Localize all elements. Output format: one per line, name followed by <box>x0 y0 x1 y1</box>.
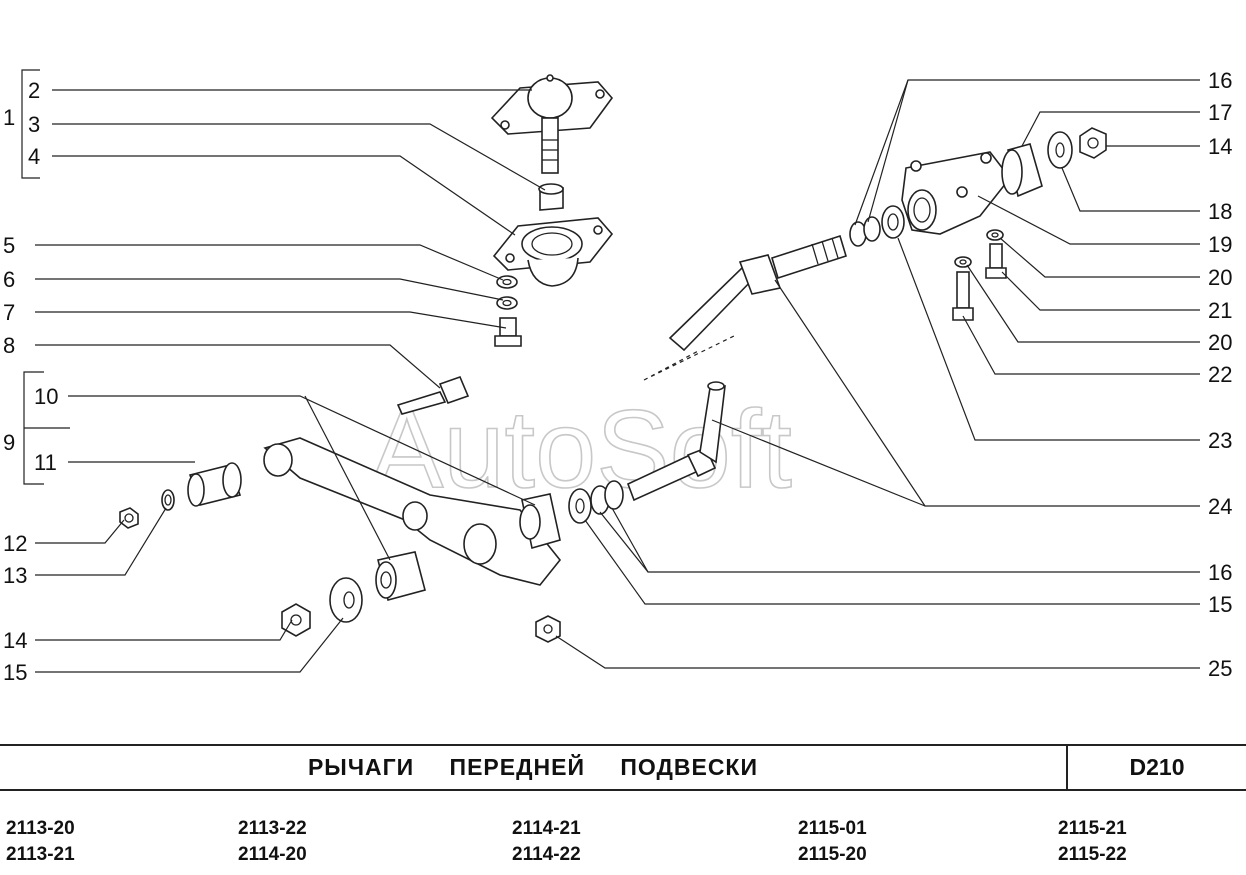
nut-12 <box>119 507 139 529</box>
lower-arm <box>263 437 562 586</box>
callout-16-bottom: 16 <box>1208 560 1232 585</box>
model-code: 2113-20 <box>6 818 75 839</box>
washer-13 <box>161 489 175 511</box>
callout-2: 2 <box>28 78 40 103</box>
callout-15-right: 15 <box>1208 592 1232 617</box>
bolt-22 <box>952 271 974 321</box>
bolt-8 <box>396 375 470 415</box>
page-code: D210 <box>1129 754 1185 780</box>
exploded-parts-diagram: AutoSoft 1 9 <box>3 68 1232 685</box>
callout-20-b: 20 <box>1208 330 1232 355</box>
callout-14-left: 14 <box>3 628 27 653</box>
callout-22: 22 <box>1208 362 1232 387</box>
brace-rod-upper <box>668 234 847 352</box>
callout-8: 8 <box>3 333 15 358</box>
callout-23: 23 <box>1208 428 1232 453</box>
washer-15-right <box>568 488 592 524</box>
washer-18 <box>1047 131 1073 169</box>
model-column-5: 2115-21 2115-22 <box>1058 816 1127 868</box>
callout-13: 13 <box>3 563 27 588</box>
callout-20-a: 20 <box>1208 265 1232 290</box>
model-code: 2113-21 <box>6 844 75 865</box>
washer-15-left <box>329 577 363 623</box>
bolt-7 <box>494 317 522 347</box>
model-code: 2115-20 <box>798 844 867 865</box>
callout-17: 17 <box>1208 100 1232 125</box>
washer-5 <box>496 275 518 289</box>
callout-19: 19 <box>1208 232 1232 257</box>
callout-24: 24 <box>1208 494 1232 519</box>
model-column-3: 2114-21 2114-22 <box>512 816 581 868</box>
callout-12: 12 <box>3 531 27 556</box>
callout-11: 11 <box>34 450 57 475</box>
silent-block-11 <box>187 462 242 507</box>
spacers-16-top <box>849 216 881 247</box>
model-column-1: 2113-20 2113-21 <box>6 816 75 868</box>
group-label-1: 1 <box>3 105 15 130</box>
washer-23 <box>881 205 905 239</box>
nut-14-right <box>1079 127 1107 159</box>
page-title: РЫЧАГИ ПЕРЕДНЕЙ ПОДВЕСКИ <box>307 754 759 780</box>
callout-3: 3 <box>28 112 40 137</box>
title-divider <box>1066 746 1068 789</box>
model-code: 2114-20 <box>238 844 307 865</box>
leader-lines <box>35 79 1200 673</box>
callout-numbers: 2 3 4 5 6 7 8 10 11 12 13 14 15 16 17 14… <box>3 68 1232 685</box>
model-code: 2114-22 <box>512 844 581 865</box>
model-code: 2115-22 <box>1058 844 1127 865</box>
nut-14-left <box>281 603 311 637</box>
callout-5: 5 <box>3 233 15 258</box>
group-bracket-1: 1 <box>3 69 40 179</box>
washer-20-a <box>986 229 1004 241</box>
ball-joint-bushing <box>538 183 564 211</box>
callout-15-left: 15 <box>3 660 27 685</box>
callout-4: 4 <box>28 144 40 169</box>
model-code: 2115-21 <box>1058 818 1127 839</box>
callout-6: 6 <box>3 267 15 292</box>
bracket-19 <box>901 151 1012 235</box>
model-code: 2115-01 <box>798 818 867 839</box>
callout-25: 25 <box>1208 656 1232 681</box>
spacer-bushings-16 <box>590 480 624 515</box>
nut-25 <box>535 615 561 643</box>
model-column-2: 2113-22 2114-20 <box>238 816 307 868</box>
model-code: 2113-22 <box>238 818 307 839</box>
group-label-9: 9 <box>3 430 15 455</box>
callout-10: 10 <box>34 384 58 409</box>
silent-block-10 <box>375 551 426 601</box>
callout-16-top: 16 <box>1208 68 1232 93</box>
bolt-21 <box>985 243 1007 279</box>
callout-18: 18 <box>1208 199 1232 224</box>
cushion-17 <box>1001 143 1043 198</box>
callout-21: 21 <box>1208 298 1232 323</box>
model-column-4: 2115-01 2115-20 <box>798 816 867 868</box>
callout-7: 7 <box>3 300 15 325</box>
brace-rod <box>626 381 726 502</box>
group-bracket-9: 9 <box>3 371 70 485</box>
title-bar: РЫЧАГИ ПЕРЕДНЕЙ ПОДВЕСКИ D210 <box>0 744 1246 791</box>
ball-joint <box>490 74 614 174</box>
model-code: 2114-21 <box>512 818 581 839</box>
ball-joint-housing <box>492 217 614 287</box>
callout-14-right: 14 <box>1208 134 1232 159</box>
stabilizer-bushing <box>519 493 561 550</box>
washer-20-b <box>954 256 972 268</box>
